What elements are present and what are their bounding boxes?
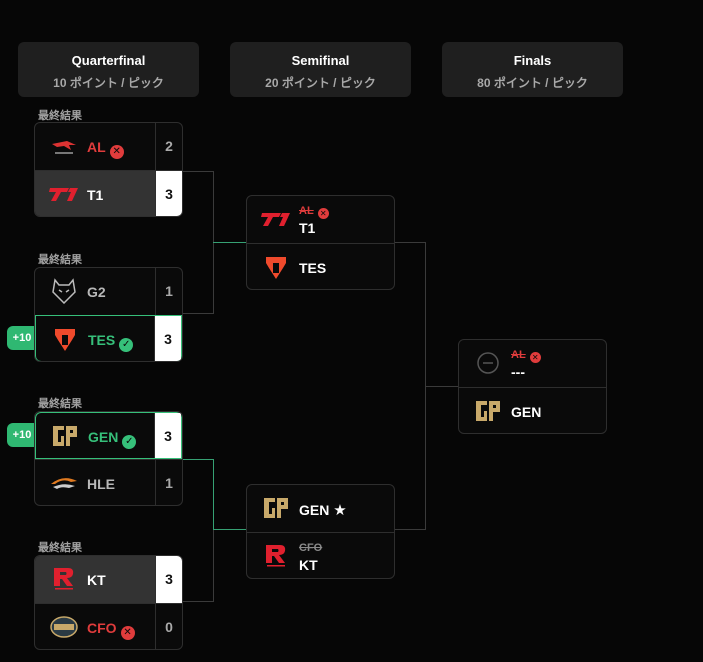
team-score: 1 [155, 460, 182, 505]
final-result-label: 最終結果 [38, 542, 82, 554]
team-name: T1 [299, 220, 316, 236]
t1-logo-icon [49, 188, 78, 201]
round-title: Quarterfinal [71, 53, 146, 68]
pick-row-kt[interactable]: CFO KT [247, 532, 394, 579]
team-name: TES [299, 260, 327, 276]
struck-pick: AL✕ [511, 349, 541, 363]
hle-logo-icon [51, 478, 77, 489]
cfo-logo-icon [50, 616, 78, 638]
final-result-label: 最終結果 [38, 398, 82, 410]
team-name: AL✕ [87, 139, 124, 159]
empty-slot-icon [477, 352, 499, 374]
connector [425, 386, 459, 387]
team-row-kt[interactable]: KT 3 [35, 556, 182, 603]
kt-logo-icon [266, 545, 286, 567]
al-logo-icon [52, 141, 76, 154]
gen-logo-icon [476, 401, 500, 421]
connector [183, 313, 214, 314]
team-name: GEN✓ [88, 429, 137, 449]
quarterfinal-match-1: AL✕ 2 T1 3 [34, 122, 183, 217]
t1-logo-icon [261, 213, 290, 226]
connector [183, 601, 214, 602]
team-row-cfo[interactable]: CFO✕ 0 [35, 603, 182, 649]
team-score: 3 [154, 316, 181, 361]
team-name: GEN ★ [299, 502, 347, 519]
team-name: --- [511, 364, 525, 380]
round-header-semifinal: Semifinal 20 ポイント / ピック [230, 42, 411, 97]
final-result-label: 最終結果 [38, 110, 82, 122]
team-name: TES✓ [88, 332, 134, 352]
team-score: 3 [155, 171, 182, 216]
connector-active [213, 529, 247, 530]
close-icon: ✕ [317, 208, 329, 219]
connector [183, 171, 214, 172]
tes-logo-icon [55, 329, 75, 351]
team-name: HLE [87, 476, 115, 492]
round-header-quarterfinal: Quarterfinal 10 ポイント / ピック [18, 42, 199, 97]
tes-logo-icon [266, 257, 286, 279]
connector-active [213, 459, 214, 529]
round-points: 80 ポイント / ピック [477, 76, 588, 90]
pick-row-gen[interactable]: GEN [459, 387, 606, 434]
semifinal-pick-1: AL✕ T1 TES [246, 195, 395, 290]
kt-logo-icon [54, 568, 74, 590]
team-row-t1[interactable]: T1 3 [35, 170, 182, 216]
quarterfinal-match-3: GEN✓ 3 HLE 1 [34, 411, 183, 506]
close-icon: ✕ [120, 626, 135, 640]
gen-logo-icon [53, 426, 77, 446]
team-name: KT [299, 557, 318, 573]
gen-logo-icon [264, 498, 288, 518]
connector [395, 242, 426, 243]
finals-pick: AL✕ --- GEN [458, 339, 607, 434]
connector [395, 529, 426, 530]
team-name: KT [87, 572, 106, 588]
connector-active [213, 242, 247, 243]
round-title: Finals [513, 53, 552, 68]
team-score: 3 [154, 413, 181, 458]
g2-logo-icon [52, 278, 76, 304]
team-name: CFO✕ [87, 620, 135, 640]
close-icon: ✕ [529, 352, 541, 363]
round-header-finals: Finals 80 ポイント / ピック [442, 42, 623, 97]
team-row-hle[interactable]: HLE 1 [35, 459, 182, 505]
team-score: 2 [155, 123, 182, 170]
team-row-g2[interactable]: G2 1 [35, 268, 182, 315]
team-row-al[interactable]: AL✕ 2 [35, 123, 182, 170]
round-points: 20 ポイント / ピック [265, 76, 376, 90]
semifinal-pick-2: GEN ★ CFO KT [246, 484, 395, 579]
connector [213, 529, 214, 602]
pick-row-gen[interactable]: GEN ★ [247, 485, 394, 532]
struck-pick: CFO [299, 542, 323, 554]
star-icon: ★ [333, 502, 347, 519]
bonus-badge: +10 [7, 326, 37, 350]
team-name: T1 [87, 187, 104, 203]
close-icon: ✕ [109, 145, 124, 159]
round-title: Semifinal [291, 53, 350, 68]
quarterfinal-match-4: KT 3 CFO✕ 0 [34, 555, 183, 650]
bonus-badge: +10 [7, 423, 37, 447]
team-name: G2 [87, 284, 106, 300]
team-row-tes[interactable]: TES✓ 3 [35, 315, 182, 361]
pick-row-empty[interactable]: AL✕ --- [459, 340, 606, 387]
pick-row-t1[interactable]: AL✕ T1 [247, 196, 394, 243]
team-score: 1 [155, 268, 182, 315]
check-icon: ✓ [119, 338, 134, 352]
team-score: 0 [155, 604, 182, 649]
quarterfinal-match-2: G2 1 TES✓ 3 [34, 267, 183, 362]
team-score: 3 [155, 556, 182, 603]
final-result-label: 最終結果 [38, 254, 82, 266]
pick-row-tes[interactable]: TES [247, 243, 394, 290]
connector-active [183, 459, 214, 460]
check-icon: ✓ [122, 435, 137, 449]
team-row-gen[interactable]: GEN✓ 3 [35, 412, 182, 459]
team-name: GEN [511, 404, 542, 420]
struck-pick: AL✕ [299, 205, 329, 219]
round-points: 10 ポイント / ピック [53, 76, 164, 90]
